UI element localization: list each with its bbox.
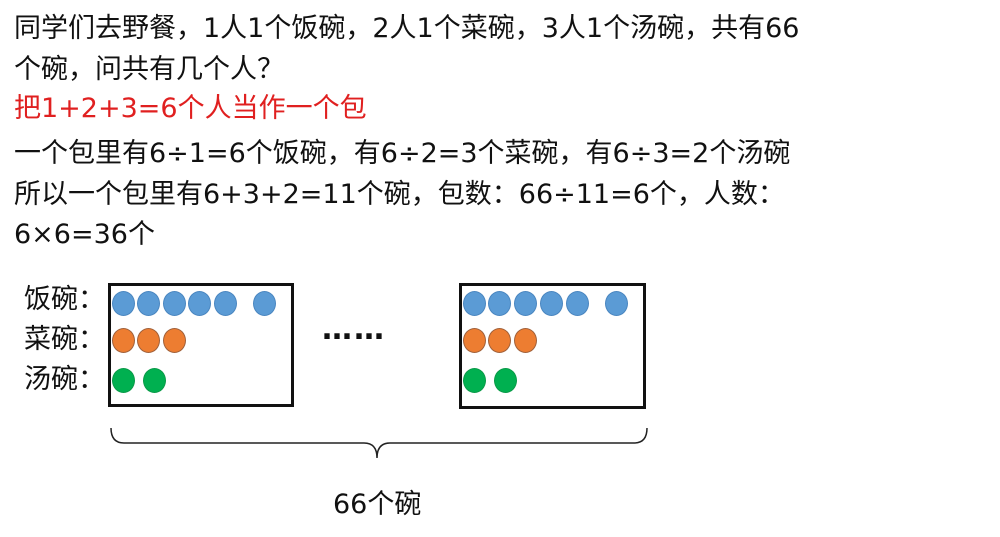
rice-bowl-dot bbox=[163, 291, 186, 316]
rice-bowl-dot bbox=[188, 291, 211, 316]
dish-bowl-dot bbox=[514, 328, 537, 353]
solution-step-3: 6×6=36个 bbox=[14, 219, 155, 250]
rice-bowl-dot bbox=[566, 291, 589, 316]
total-bowls-label: 66个碗 bbox=[333, 489, 422, 520]
soup-bowl-dot bbox=[143, 368, 166, 393]
soup-bowl-dot bbox=[494, 368, 517, 393]
rice-bowl-dot bbox=[463, 291, 486, 316]
dish-bowl-dot bbox=[112, 328, 135, 353]
package-box-first bbox=[108, 283, 294, 407]
brace-icon bbox=[110, 427, 648, 459]
rice-bowl-dot bbox=[514, 291, 537, 316]
solution-step-1: 一个包里有6÷1=6个饭碗，有6÷2=3个菜碗，有6÷3=2个汤碗 bbox=[14, 138, 791, 169]
problem-line-2: 个碗，问共有几个人？ bbox=[14, 54, 284, 85]
rice-bowl-dot bbox=[112, 291, 135, 316]
package-box-last bbox=[459, 283, 646, 409]
label-rice-bowl: 饭碗： bbox=[24, 284, 105, 315]
ellipsis: …… bbox=[322, 312, 386, 347]
dish-bowl-dot bbox=[488, 328, 511, 353]
rice-bowl-dot bbox=[488, 291, 511, 316]
rice-bowl-dot bbox=[540, 291, 563, 316]
solution-hint: 把1+2+3=6个人当作一个包 bbox=[14, 93, 367, 124]
solution-step-2: 所以一个包里有6+3+2=11个碗，包数：66÷11=6个，人数： bbox=[14, 179, 785, 210]
soup-bowl-dot bbox=[463, 368, 486, 393]
label-soup-bowl: 汤碗： bbox=[24, 364, 105, 395]
dish-bowl-dot bbox=[137, 328, 160, 353]
label-dish-bowl: 菜碗： bbox=[24, 324, 105, 355]
soup-bowl-dot bbox=[112, 368, 135, 393]
problem-line-1: 同学们去野餐，1人1个饭碗，2人1个菜碗，3人1个汤碗，共有66 bbox=[14, 13, 800, 44]
dish-bowl-dot bbox=[463, 328, 486, 353]
rice-bowl-dot bbox=[605, 291, 628, 316]
dish-bowl-dot bbox=[163, 328, 186, 353]
rice-bowl-dot bbox=[137, 291, 160, 316]
rice-bowl-dot bbox=[214, 291, 237, 316]
rice-bowl-dot bbox=[253, 291, 276, 316]
